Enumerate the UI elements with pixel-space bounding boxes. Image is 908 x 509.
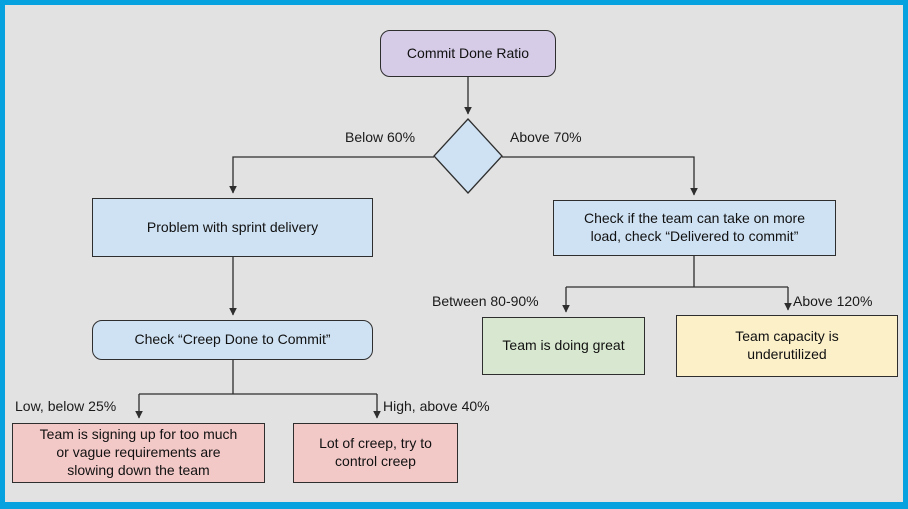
- node-label: Check “Creep Done to Commit”: [134, 331, 331, 348]
- node-label: Check if the team can take on more load,…: [584, 210, 805, 244]
- node-label: Team is signing up for too much or vague…: [39, 426, 238, 478]
- node-label: Commit Done Ratio: [406, 44, 530, 61]
- node-signing-up-too-much: Team is signing up for too much or vague…: [12, 423, 265, 483]
- edge-label-high-above-40: High, above 40%: [383, 398, 490, 414]
- node-check-team-load: Check if the team can take on more load,…: [553, 200, 836, 256]
- node-problem-sprint-delivery: Problem with sprint delivery: [92, 198, 373, 257]
- node-lot-of-creep: Lot of creep, try to control creep: [293, 423, 458, 483]
- edge-label-above-120: Above 120%: [793, 293, 873, 309]
- node-label: Team capacity is underutilized: [735, 328, 839, 362]
- node-label: Lot of creep, try to control creep: [319, 435, 432, 469]
- node-commit-done-ratio: Commit Done Ratio: [380, 30, 556, 77]
- node-team-doing-great: Team is doing great: [482, 317, 645, 375]
- node-check-creep-done-to-commit: Check “Creep Done to Commit”: [92, 320, 373, 360]
- edge-label-low-below-25: Low, below 25%: [15, 398, 117, 414]
- node-label: Team is doing great: [502, 337, 625, 354]
- edge-label-below-60: Below 60%: [345, 129, 416, 145]
- node-label: Problem with sprint delivery: [146, 218, 319, 235]
- edge-label-between-80-90: Between 80-90%: [432, 293, 539, 309]
- edge-label-above-70: Above 70%: [510, 129, 582, 145]
- node-team-capacity-underutilized: Team capacity is underutilized: [676, 315, 898, 377]
